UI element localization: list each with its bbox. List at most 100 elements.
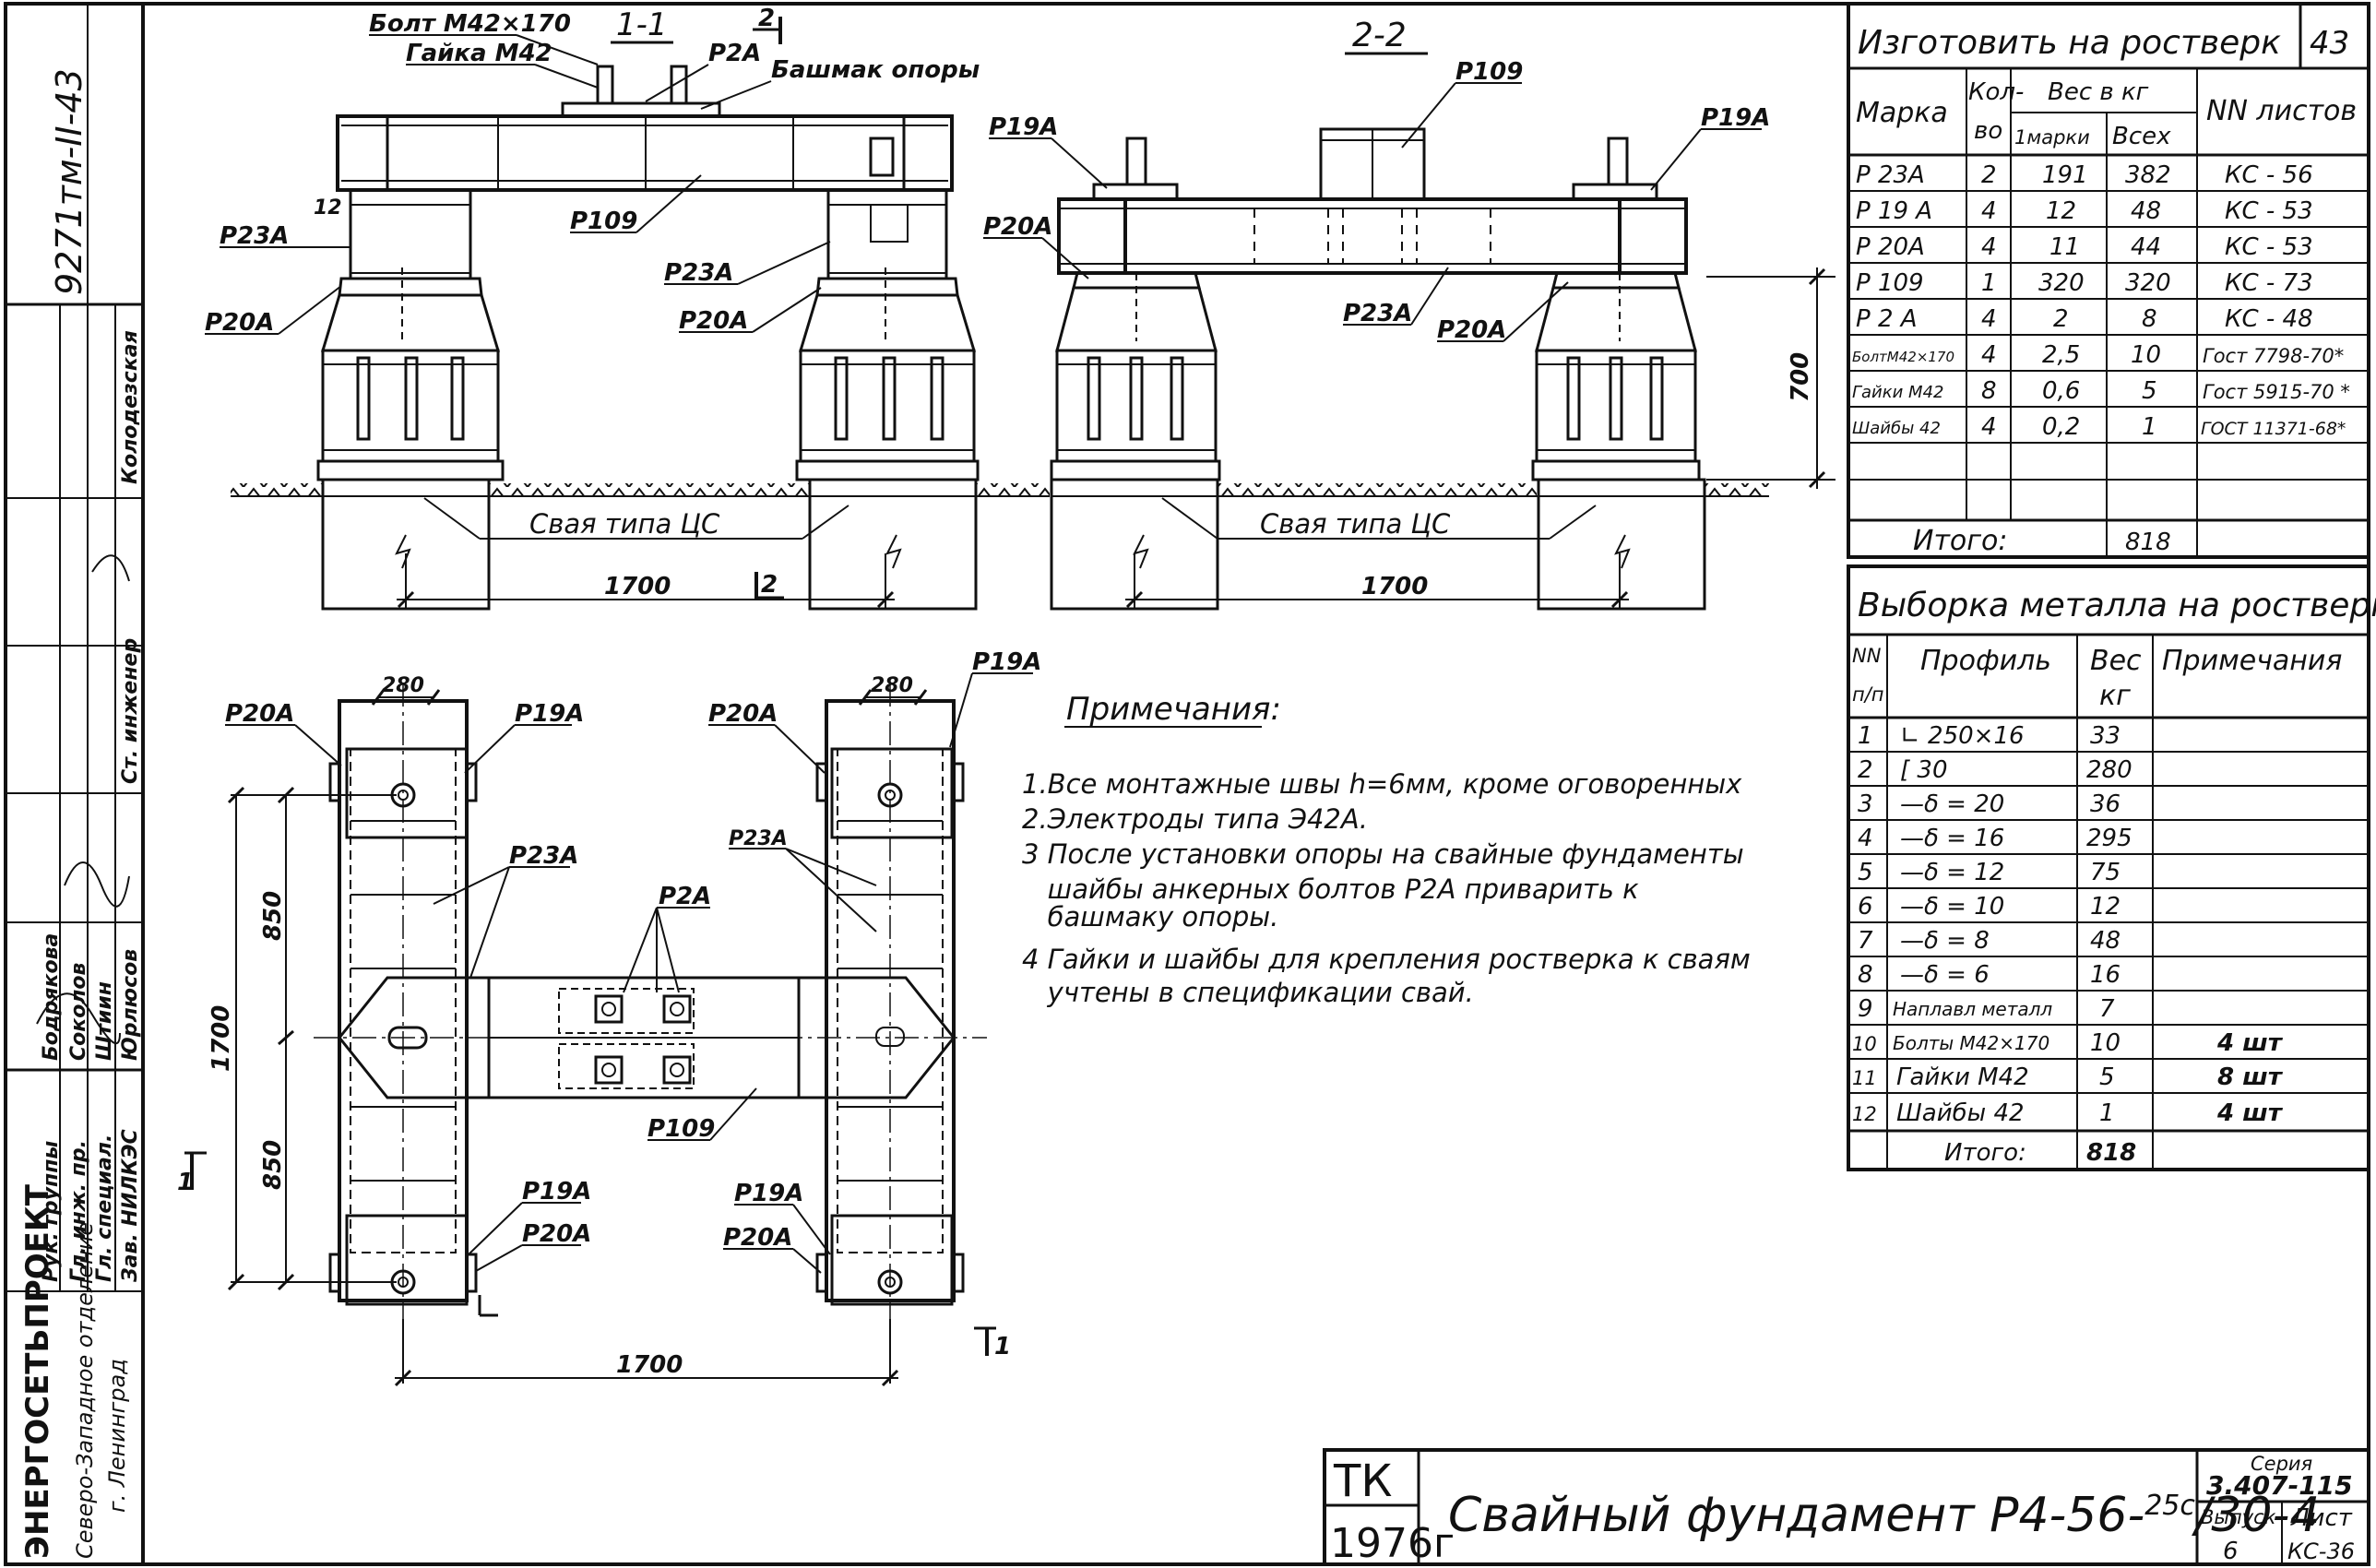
t1-r5-mark: Р 2 А <box>1856 305 1918 333</box>
t1-r1-qty: 2 <box>1981 161 1997 189</box>
t1-r6-sheet: Гост 7798-70* <box>2203 345 2344 367</box>
t2-r11-nn: 11 <box>1852 1067 1877 1089</box>
drawing-title: Свайный фундамент Р4-56-25с/30-4 <box>1448 1488 2320 1543</box>
pile-label-2: Свая типа ЦС <box>1260 508 1451 540</box>
note-line-2: 2.Электроды типа Э42А. <box>1022 803 1368 835</box>
name-4: Бодрякова <box>40 933 63 1061</box>
t2-r12-note: 4 шт <box>2216 1099 2284 1127</box>
t2-r7-profile: —δ = 8 <box>1900 927 1990 955</box>
table2-row-lines <box>1848 751 2369 1133</box>
t1-r1-wall: 382 <box>2125 161 2171 189</box>
t1-r2-wall: 48 <box>2131 197 2161 225</box>
t1-r5-sheet: КС - 48 <box>2225 305 2313 333</box>
table1-h-weight: Вес в кг <box>2048 78 2149 106</box>
table2-h-note: Примечания <box>2162 645 2342 677</box>
table2-h-weight-2: кг <box>2099 680 2131 712</box>
name-3: Соколов <box>67 962 90 1061</box>
table1-h-mark: Марка <box>1856 97 1948 129</box>
table-metal: Выборка металла на ростверк NN п/п Профи… <box>1847 564 2376 1171</box>
t1-r5-wall: 8 <box>2142 305 2157 333</box>
t2-r7-weight: 48 <box>2090 927 2121 955</box>
role-extra-2: Колодезская <box>119 330 142 484</box>
t1-r4-wall: 320 <box>2125 269 2171 297</box>
p20a-label-left: Р20А <box>205 309 274 337</box>
role-3: Гл. инж. пр. <box>67 1140 90 1282</box>
t1-r7-w1: 0,6 <box>2042 377 2080 405</box>
cut-2-mark-top: 2 <box>758 5 775 32</box>
drawing-title-main: Свайный фундамент Р4-56- <box>1448 1488 2144 1543</box>
t2-r12-profile: Шайбы 42 <box>1896 1099 2025 1127</box>
dim-1700-vertical: 1700 <box>208 1005 235 1072</box>
dim-850-bottom: 850 <box>259 1140 287 1190</box>
plan-p109: Р109 <box>647 1115 715 1143</box>
series-value: 3.407-115 <box>2206 1470 2353 1501</box>
cut-1-mark-left: 1 <box>177 1169 194 1196</box>
section-2-2-title: 2-2 <box>1352 17 1407 54</box>
t1-r4-sheet: КС - 73 <box>2225 269 2313 297</box>
cut-1-mark-right: 1 <box>994 1333 1011 1360</box>
bolt-label: Болт М42×170 <box>369 10 571 38</box>
org-city: г. Ленинград <box>104 1359 130 1513</box>
plan-p20a-tl: Р20А <box>225 700 294 728</box>
t2-r6-nn: 6 <box>1858 893 1873 921</box>
t2-r4-profile: —δ = 16 <box>1900 825 2004 852</box>
dim-280-right: 280 <box>871 674 913 697</box>
t1-r6-qty: 4 <box>1981 341 1997 369</box>
p109-label-2: Р109 <box>1455 58 1523 86</box>
p20a-label-2-left: Р20А <box>983 213 1052 241</box>
t2-r1-profile: ∟ 250×16 <box>1900 722 2025 750</box>
t1-r8-sheet: ГОСТ 11371-68* <box>2201 419 2346 439</box>
left-stamp-strip: 9271тм-II-43 Колодезская Ст. инженер Юрл… <box>6 4 145 1564</box>
title-block: ТК 1976г Свайный фундамент Р4-56-25с/30-… <box>1323 1448 2370 1567</box>
t2-r10-nn: 10 <box>1852 1033 1877 1055</box>
table2-h-profile: Профиль <box>1920 645 2051 677</box>
t1-r8-w1: 0,2 <box>2042 413 2080 441</box>
t2-r10-weight: 10 <box>2090 1029 2121 1057</box>
plan-p23a-right: Р23А <box>729 827 788 850</box>
t2-r10-profile: Болты М42×170 <box>1893 1032 2049 1054</box>
table1-h-sheets: NN листов <box>2206 95 2357 127</box>
section-1-1: 1-1 Болт М42×170 Гайка М42 Р2А Башмак оп… <box>205 5 1050 611</box>
t2-r2-profile: [ 30 <box>1900 756 1948 784</box>
drawing-title-sup: 25с <box>2144 1490 2195 1522</box>
table1-h-qty-1: Кол- <box>1968 78 2024 106</box>
t2-r5-weight: 75 <box>2090 859 2121 886</box>
t2-r4-weight: 295 <box>2086 825 2132 852</box>
t2-r11-profile: Гайки М42 <box>1896 1063 2029 1091</box>
t1-r1-sheet: КС - 56 <box>2225 161 2313 189</box>
t1-r3-wall: 44 <box>2131 233 2161 261</box>
t2-r12-weight: 1 <box>2099 1099 2115 1127</box>
t1-r4-mark: Р 109 <box>1856 269 1924 297</box>
t1-r7-sheet: Гост 5915-70 * <box>2203 381 2350 403</box>
dim-850-top: 850 <box>259 891 287 941</box>
t2-total-label: Итого: <box>1944 1139 2026 1167</box>
t1-r4-w1: 320 <box>2038 269 2085 297</box>
dim-1700-section-1: 1700 <box>604 573 671 600</box>
section-1-1-title: 1-1 <box>616 6 668 43</box>
role-1: Зав. НИЛКЭС <box>119 1129 142 1283</box>
table1-title: Изготовить на ростверк <box>1858 24 2281 62</box>
p20a-label-right: Р20А <box>679 307 748 335</box>
plan-p20a-tr: Р20А <box>708 700 778 728</box>
plan-p19a-tr: Р19А <box>972 648 1041 676</box>
t2-r11-note: 8 шт <box>2217 1063 2284 1091</box>
p20a-label-2-right: Р20А <box>1437 316 1506 344</box>
note-line-7: учтены в спецификации свай. <box>1022 977 1474 1008</box>
dim-1700-section-2: 1700 <box>1361 573 1428 600</box>
sheet-label: Лист <box>2290 1504 2353 1532</box>
t2-r10-note: 4 шт <box>2216 1029 2284 1057</box>
t2-r6-weight: 12 <box>2090 893 2121 921</box>
pile-label-1: Свая типа ЦС <box>529 508 720 540</box>
dim-1700-horizontal: 1700 <box>616 1351 683 1379</box>
table1-sheet-no: 43 <box>2310 25 2349 62</box>
notes: Примечания: 1.Все монтажные швы h=6мм, к… <box>1022 691 1751 1008</box>
t2-r4-nn: 4 <box>1858 825 1873 852</box>
t1-r3-mark: Р 20А <box>1856 233 1925 261</box>
table1-h-wall: Всех <box>2112 123 2171 150</box>
note-line-3: 3 После установки опоры на свайные фунда… <box>1022 838 1744 870</box>
t1-r6-wall: 10 <box>2131 341 2161 369</box>
p23a-label-right: Р23А <box>664 259 733 287</box>
t2-r9-weight: 7 <box>2099 995 2115 1023</box>
sheet-value: КС-36 <box>2287 1538 2355 1564</box>
table2-title: Выборка металла на ростверк <box>1858 587 2376 624</box>
